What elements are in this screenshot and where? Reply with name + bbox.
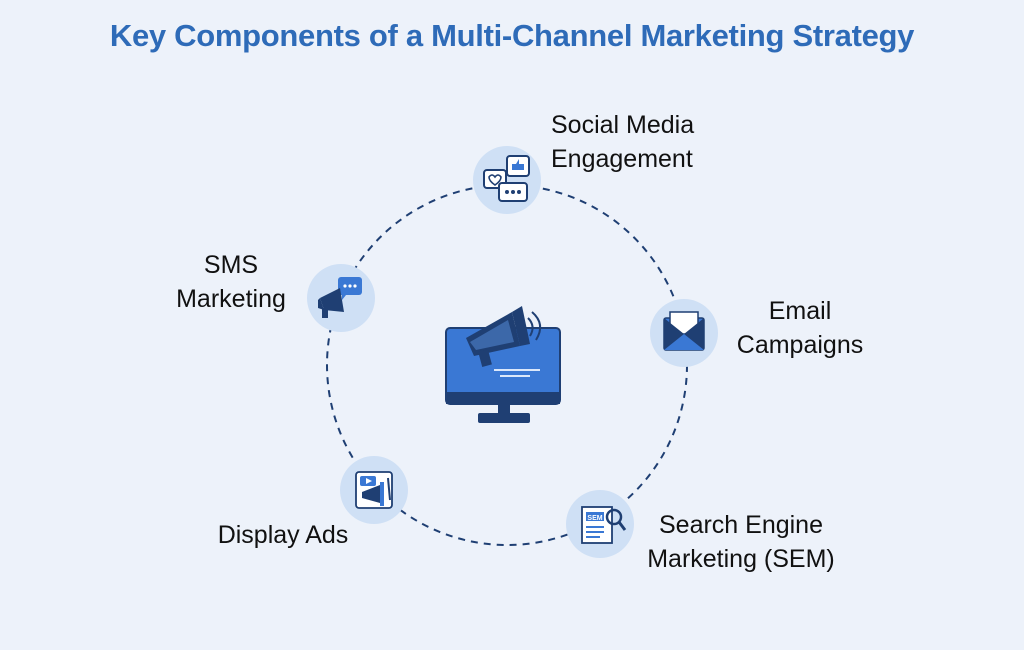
display-ads-icon	[340, 456, 408, 524]
sem-search-icon: SEM	[566, 490, 634, 558]
label-search-engine-marketing: Search Engine Marketing (SEM)	[626, 508, 856, 576]
monitor-megaphone-icon	[445, 306, 561, 423]
label-social-media-engagement: Social Media Engagement	[551, 108, 694, 176]
social-media-icon	[473, 146, 541, 214]
label-line: Campaigns	[736, 331, 864, 359]
diagram-title: Key Components of a Multi-Channel Market…	[109, 18, 915, 53]
sem-icon-text: SEM	[587, 515, 602, 522]
label-line: Social Media	[551, 111, 695, 139]
label-sms-marketing: SMS Marketing	[156, 248, 306, 316]
label-line: Marketing (SEM)	[647, 545, 835, 573]
email-envelope-icon	[650, 299, 718, 367]
label-line: Marketing	[176, 285, 286, 313]
label-email-campaigns: Email Campaigns	[718, 294, 882, 362]
label-line: Engagement	[551, 145, 693, 173]
sms-megaphone-icon	[307, 264, 375, 332]
label-line: SMS	[203, 251, 259, 279]
label-display-ads: Display Ads	[198, 518, 368, 552]
label-line: Display Ads	[217, 521, 349, 549]
label-line: Email	[768, 297, 832, 325]
label-line: Search Engine	[658, 511, 823, 539]
